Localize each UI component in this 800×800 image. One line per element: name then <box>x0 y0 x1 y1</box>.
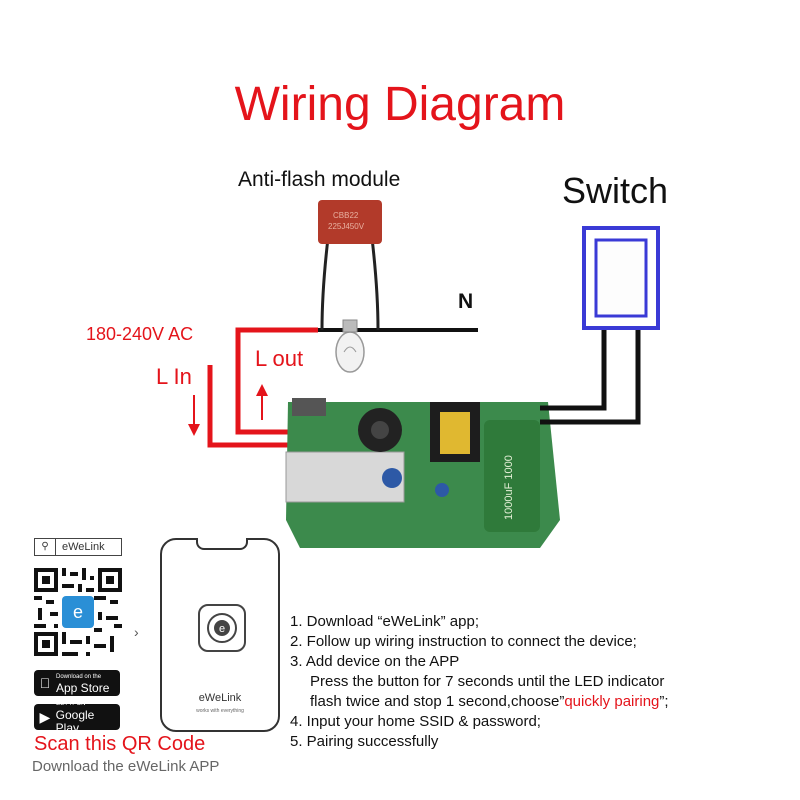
phone-mockup: e eWeLink works with everything <box>160 538 280 732</box>
switch-rocker <box>594 238 648 318</box>
live-in-wire <box>207 365 300 448</box>
board-capacitor <box>484 420 540 532</box>
search-icon: ⚲ <box>35 539 56 555</box>
switch-wire-1 <box>540 330 607 411</box>
google-play-label: Google Play <box>55 708 95 735</box>
bulb-icon <box>335 331 365 373</box>
phone-notch <box>196 538 248 550</box>
apple-icon:  <box>34 675 56 691</box>
scan-label: Scan this QR Code <box>34 733 206 755</box>
step-3-detail-a: Press the button for 7 seconds until the… <box>310 673 665 690</box>
step-3-quick-pairing: quickly pairing <box>564 693 660 710</box>
app-store-small: Download on the <box>56 673 102 680</box>
play-icon: ▶ <box>39 708 51 725</box>
step-3-post: ”; <box>659 693 669 710</box>
app-store-label: App Store <box>56 680 110 695</box>
step-5: 5. Pairing successfully <box>290 733 439 750</box>
step-3-pre: flash twice and stop 1 second,choose” <box>310 693 565 710</box>
switch-wire-2 <box>540 330 641 425</box>
line-in-label: L In <box>156 364 192 389</box>
app-search-box: ⚲ eWeLink <box>34 538 122 556</box>
switch-label: Switch <box>562 170 669 211</box>
module-label: Anti-flash module <box>238 168 401 191</box>
svg-text:e: e <box>73 602 83 622</box>
voltage-label: 180-240V AC <box>86 324 194 344</box>
step-3-detail-b: flash twice and stop 1 second,choose”qui… <box>290 692 669 712</box>
ewelink-app-icon: e <box>198 604 246 652</box>
step-3: 3. Add device on the APP <box>290 653 460 670</box>
anti-flash-capacitor <box>318 200 382 244</box>
page-title: Wiring Diagram <box>234 78 566 131</box>
google-play-button[interactable]: ▶ GET IT ON Google Play <box>34 701 120 735</box>
svg-text:e: e <box>219 623 225 635</box>
qr-code: e <box>34 568 122 656</box>
live-out-wire <box>235 327 318 435</box>
google-play-small: GET IT ON <box>55 701 86 707</box>
step-2: 2. Follow up wiring instruction to conne… <box>290 633 637 650</box>
phone-app-tagline: works with everything <box>196 708 244 714</box>
phone-app-name: eWeLink <box>198 692 242 704</box>
capacitor-text-1: CBB22 <box>333 211 359 220</box>
step-1: 1. Download “eWeLink” app; <box>290 613 479 630</box>
step-4: 4. Input your home SSID & password; <box>290 713 541 730</box>
instruction-steps: 1. Download “eWeLink” app; 2. Follow up … <box>290 612 669 752</box>
capacitor-lead-right <box>370 237 380 331</box>
capacitor-text-2: 225J450V <box>328 222 365 231</box>
board-capacitor-text: 1000uF 1000 <box>503 455 515 520</box>
neutral-label: N <box>458 290 474 313</box>
capacitor-lead-left <box>320 237 330 331</box>
chevron-right-icon: › <box>134 624 139 640</box>
download-label: Download the eWeLink APP <box>32 758 220 775</box>
switch-frame <box>582 226 660 330</box>
search-text: eWeLink <box>62 541 105 553</box>
app-store-button[interactable]:  Download on the App Store <box>34 670 120 696</box>
line-out-label: L out <box>255 346 304 371</box>
